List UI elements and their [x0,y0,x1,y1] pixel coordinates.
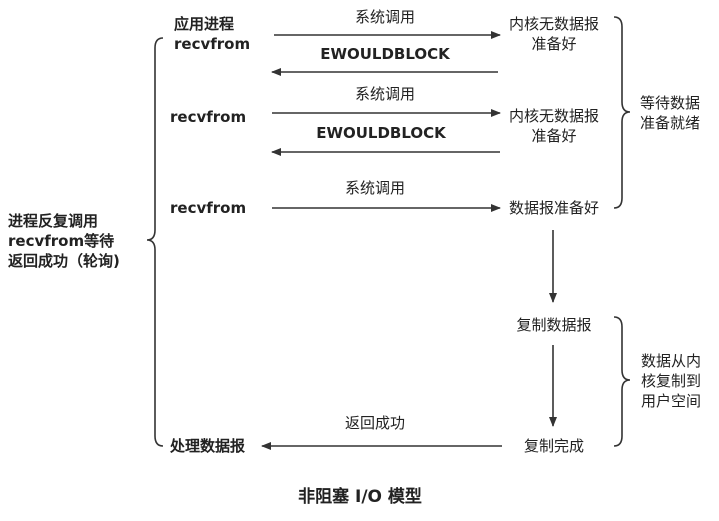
recvfrom-call-1: recvfrom [174,35,251,53]
figure-title: 非阻塞 I/O 模型 [298,487,422,507]
kernel-not-ready-1-line-2: 准备好 [531,35,577,53]
kernel-not-ready-1-line-1: 内核无数据报 [508,15,599,33]
polling-label-line-1: 进程反复调用 [8,212,99,230]
kernel-not-ready-2-line-2: 准备好 [531,127,577,145]
process-datagram-label: 处理数据报 [170,437,246,455]
wait-phase-line-2: 准备就绪 [640,114,701,132]
syscall-label-3: 系统调用 [344,179,405,197]
polling-label-line-2: recvfrom等待 [8,232,115,250]
syscall-label-1: 系统调用 [354,8,415,26]
ewouldblock-label-1: EWOULDBLOCK [320,45,450,63]
datagram-ready-label: 数据报准备好 [508,199,599,217]
copy-datagram-label: 复制数据报 [516,316,592,334]
right-brace-copy [613,316,631,447]
copy-phase-line-3: 用户空间 [641,392,702,410]
app-process-label: 应用进程 [174,15,235,33]
polling-label-line-3: 返回成功（轮询) [8,252,120,270]
right-brace-wait [613,16,631,209]
kernel-not-ready-2-line-1: 内核无数据报 [508,107,599,125]
recvfrom-call-3: recvfrom [170,199,247,217]
copy-complete-label: 复制完成 [523,437,584,455]
copy-phase-line-2: 核复制到 [641,372,702,390]
return-success-label: 返回成功 [344,414,405,432]
copy-phase-line-1: 数据从内 [641,352,702,370]
syscall-label-2: 系统调用 [354,85,415,103]
recvfrom-call-2: recvfrom [170,108,247,126]
wait-phase-line-1: 等待数据 [640,94,701,112]
ewouldblock-label-2: EWOULDBLOCK [316,124,446,142]
left-brace [146,37,164,447]
